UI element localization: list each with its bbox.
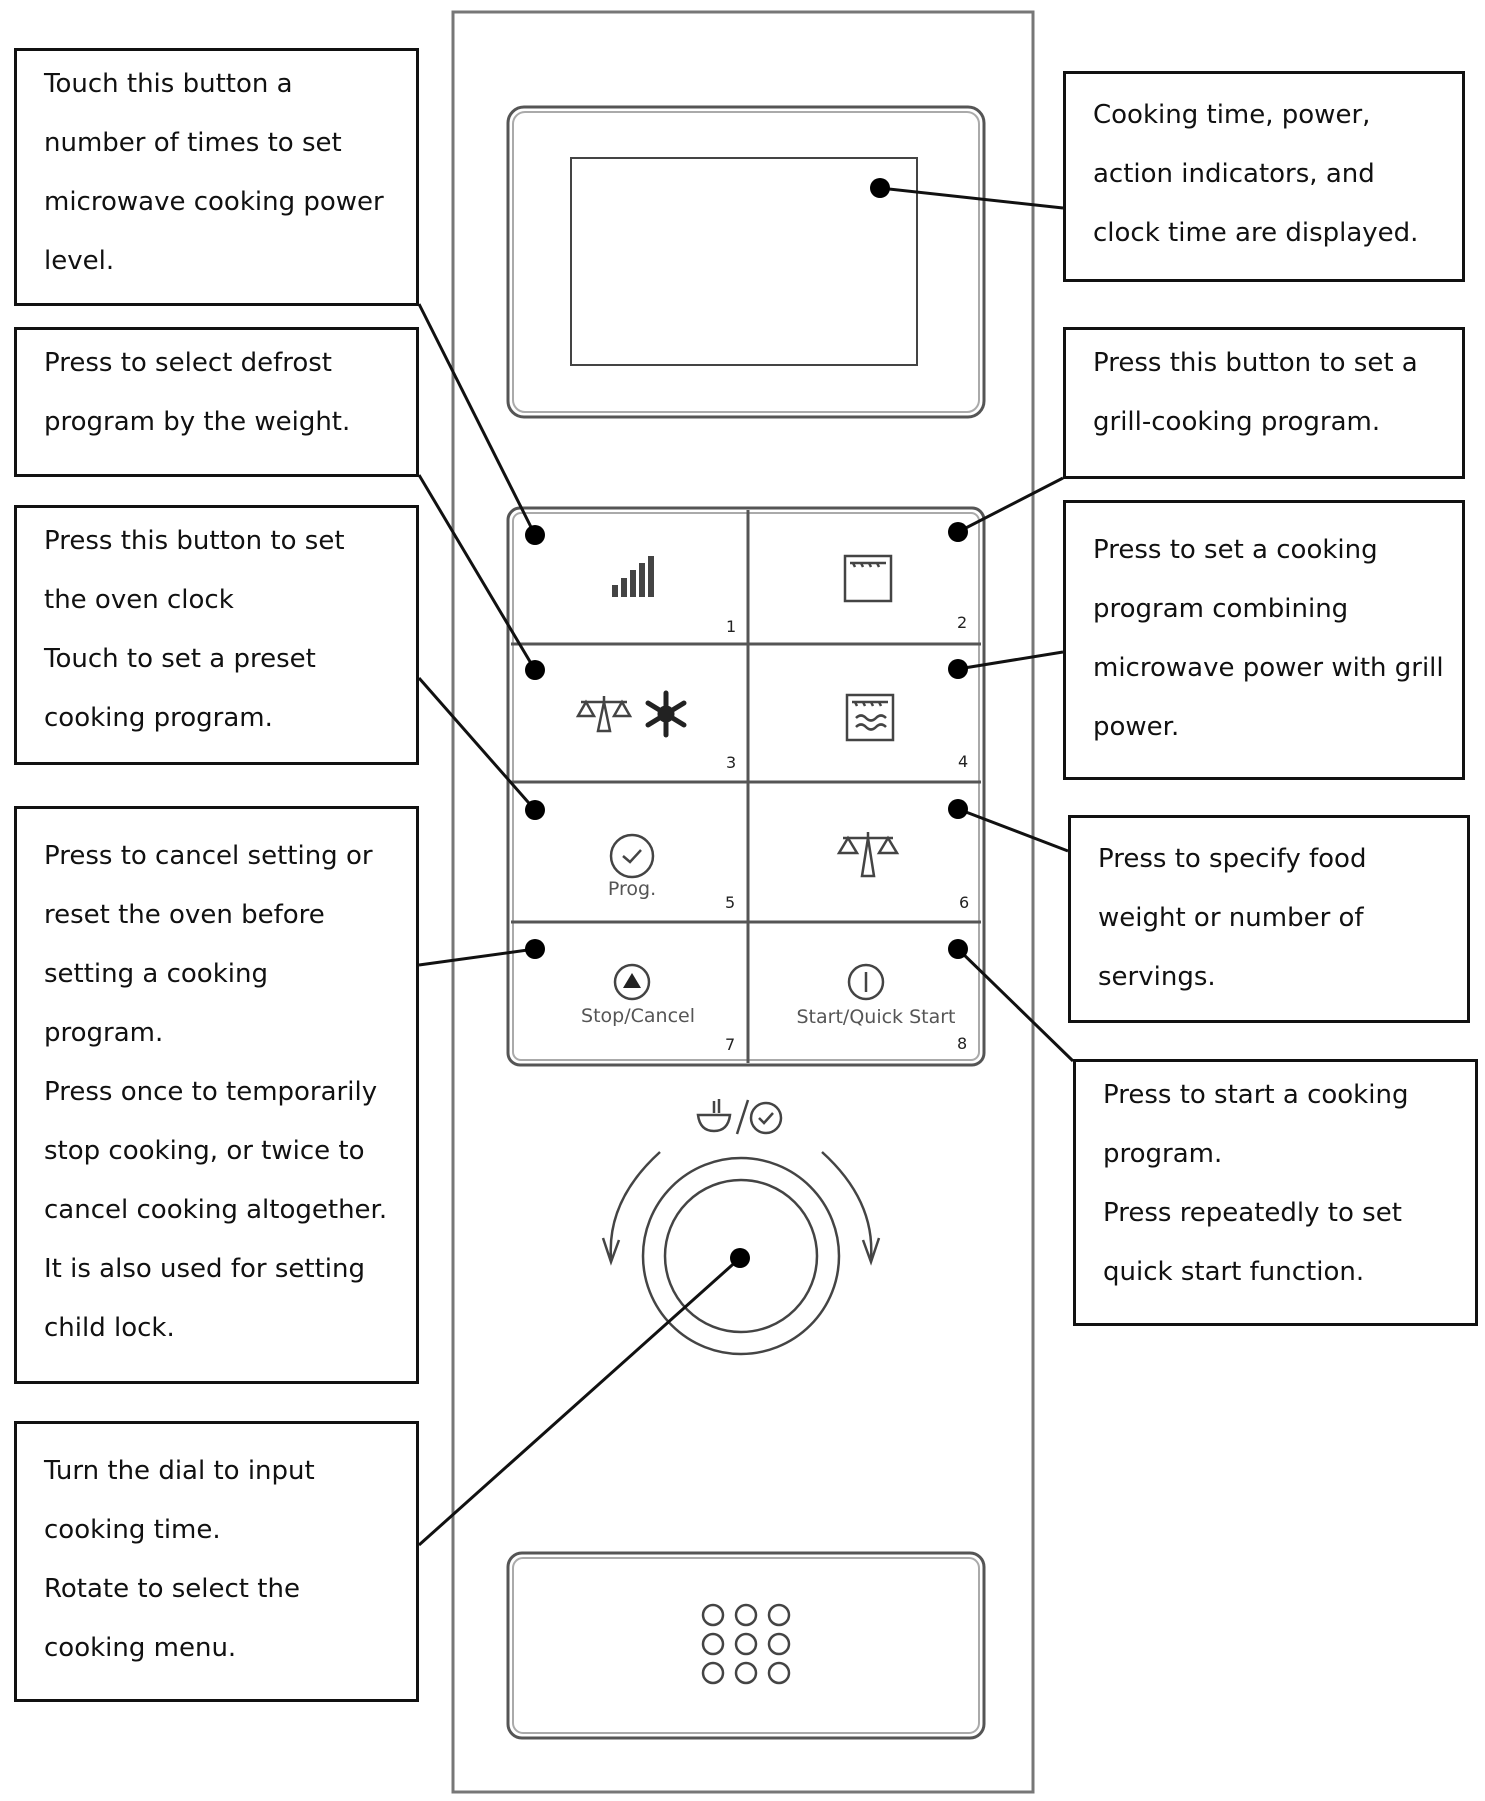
callout-line: cooking time. [44, 1515, 221, 1545]
callout-line: program combining [1093, 594, 1349, 624]
button-2-number: 2 [957, 613, 968, 632]
stop-eject-icon [613, 963, 651, 1001]
start-quick-start-button-label: Start/Quick Start [796, 1006, 956, 1028]
callout-line: microwave power with grill [1093, 653, 1444, 683]
prog-clock-button[interactable] [514, 784, 746, 920]
combi-grill-microwave-icon [845, 693, 895, 742]
display-screen [570, 157, 918, 366]
callout-grill: Press this button to set a grill-cooking… [1063, 327, 1465, 479]
grill-icon [843, 554, 893, 603]
callout-line: setting a cooking [44, 959, 268, 989]
stop-cancel-button-label: Stop/Cancel [581, 1005, 695, 1027]
callout-start: Press to start a cooking program. Press … [1073, 1059, 1478, 1326]
snowflake-icon [645, 690, 687, 738]
callout-line: cooking program. [44, 703, 273, 733]
callout-line: level. [44, 246, 115, 276]
callout-line: It is also used for setting [44, 1254, 365, 1284]
callout-line: reset the oven before [44, 900, 325, 930]
power-level-button[interactable] [514, 514, 746, 642]
button-8-number: 8 [957, 1034, 968, 1053]
callout-line: program by the weight. [44, 407, 351, 437]
callout-line: grill-cooking program. [1093, 407, 1381, 437]
callout-line: power. [1093, 712, 1180, 742]
scale-snowflake-defrost-icon [575, 696, 633, 733]
callout-line: weight or number of [1098, 903, 1364, 933]
callout-line: quick start function. [1103, 1257, 1365, 1287]
door-release-grid-icon [701, 1603, 791, 1685]
callout-line: program. [1103, 1139, 1223, 1169]
bowl-clock-icon [696, 1099, 783, 1135]
callout-line: Press to cancel setting or [44, 841, 373, 871]
callout-line: Touch this button a [44, 69, 293, 99]
callout-line: stop cooking, or twice to [44, 1136, 365, 1166]
callout-line: number of times to set [44, 128, 342, 158]
combi-button[interactable] [750, 646, 979, 780]
callout-line: child lock. [44, 1313, 175, 1343]
callout-line: the oven clock [44, 585, 234, 615]
button-grid [506, 506, 986, 1067]
leader-lines [417, 186, 1075, 1547]
scale-icon [836, 832, 900, 878]
callout-stop-cancel: Press to cancel setting or reset the ove… [14, 806, 419, 1384]
display-frame [506, 105, 986, 419]
button-5-number: 5 [725, 893, 736, 912]
button-4-number: 4 [958, 752, 969, 771]
leader-dots [525, 178, 968, 1268]
start-power-icon [847, 963, 885, 1001]
rotate-right-arrowhead [861, 1237, 881, 1266]
cooking-dial[interactable] [601, 1151, 881, 1356]
button-3-number: 3 [726, 753, 737, 772]
stop-cancel-button[interactable] [514, 924, 746, 1060]
button-1-number: 1 [726, 617, 737, 636]
callout-dial: Turn the dial to input cooking time. Rot… [14, 1421, 419, 1702]
callout-weight: Press to specify food weight or number o… [1068, 815, 1470, 1023]
control-panel-body [451, 10, 1035, 1794]
start-quick-start-button[interactable] [750, 924, 979, 1060]
callout-line: Press to select defrost [44, 348, 332, 378]
callout-line: cooking menu. [44, 1633, 237, 1663]
callout-line: microwave cooking power [44, 187, 384, 217]
button-7-number: 7 [725, 1035, 736, 1054]
callout-line: Press to set a cooking [1093, 535, 1378, 565]
callout-combi: Press to set a cooking program combining… [1063, 500, 1465, 780]
rotate-left-arrowhead [601, 1237, 621, 1266]
callout-line: Touch to set a preset [44, 644, 316, 674]
prog-button-label: Prog. [607, 878, 657, 900]
callout-line: servings. [1098, 962, 1216, 992]
callout-line: Press this button to set [44, 526, 345, 556]
callout-line: program. [44, 1018, 164, 1048]
callout-line: Press to start a cooking [1103, 1080, 1409, 1110]
door-release-button[interactable] [506, 1551, 986, 1740]
callout-line: Press to specify food [1098, 844, 1367, 874]
callout-line: Rotate to select the [44, 1574, 300, 1604]
callout-display: Cooking time, power, action indicators, … [1063, 71, 1465, 282]
callout-power-level: Touch this button a number of times to s… [14, 48, 419, 306]
callout-line: action indicators, and [1093, 159, 1375, 189]
defrost-weight-button[interactable] [514, 646, 746, 780]
rotate-right-arrow [821, 1151, 873, 1259]
callout-line: cancel cooking altogether. [44, 1195, 388, 1225]
callout-clock: Press this button to set the oven clock … [14, 505, 419, 765]
rotate-left-arrow [609, 1151, 661, 1259]
power-level-bars-icon [612, 556, 654, 597]
callout-line: Press repeatedly to set [1103, 1198, 1402, 1228]
callout-line: Press this button to set a [1093, 348, 1418, 378]
button-6-number: 6 [959, 893, 970, 912]
callout-line: Press once to temporarily [44, 1077, 378, 1107]
grill-button[interactable] [750, 514, 979, 642]
callout-defrost: Press to select defrost program by the w… [14, 327, 419, 477]
callout-line: Turn the dial to input [44, 1456, 315, 1486]
weight-servings-button[interactable] [750, 784, 979, 920]
callout-line: clock time are displayed. [1093, 218, 1419, 248]
callout-line: Cooking time, power, [1093, 100, 1371, 130]
clock-check-icon [609, 833, 655, 879]
